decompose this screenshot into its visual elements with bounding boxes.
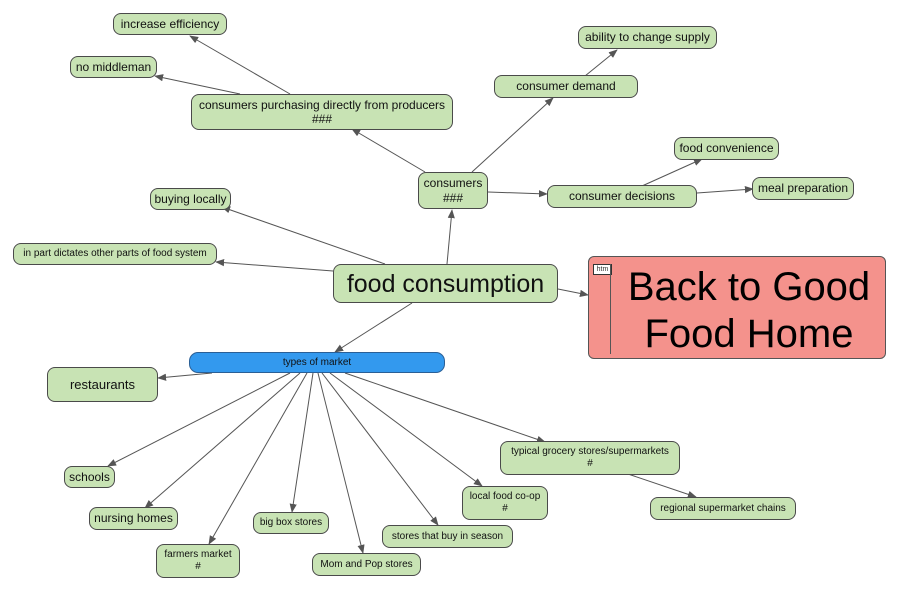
node-label: consumers purchasing directly from produ… [198,97,446,112]
node-label: nursing homes [94,511,173,526]
edge [157,372,213,381]
edge [334,302,413,353]
edge [144,372,301,509]
htm-resource-icon[interactable]: htm [593,264,612,275]
edge [487,190,548,198]
concept-big-box-stores[interactable]: big box stores [253,512,329,534]
edge [446,209,455,265]
node-resource-marker: # [502,503,508,514]
concept-increase-efficiency[interactable]: increase efficiency [113,13,227,35]
edge [471,97,554,173]
concept-consumer-decisions[interactable]: consumer decisions [547,185,697,208]
edge [641,158,703,187]
concept-no-middleman[interactable]: no middleman [70,56,157,78]
edge [584,49,618,77]
edge [221,206,386,265]
edge [627,473,697,498]
edge [317,372,365,554]
link-title-line: Back to Good [627,265,871,309]
node-label: ability to change supply [585,30,710,45]
edge [351,128,426,173]
node-resource-marker: ### [442,190,464,205]
concept-consumer-demand[interactable]: consumer demand [494,75,638,98]
node-label: consumers [423,176,483,191]
concept-typical-grocery-stores[interactable]: typical grocery stores/supermarkets # [500,441,680,475]
edge [208,372,308,545]
concept-buying-locally[interactable]: buying locally [150,188,231,210]
edge [344,372,546,443]
node-label: consumer decisions [568,189,676,204]
concept-regional-supermarket-chains[interactable]: regional supermarket chains [650,497,796,520]
concept-types-of-market[interactable]: types of market [189,352,445,373]
node-label: regional supermarket chains [660,502,786,514]
edge [289,372,314,513]
node-label: food consumption [346,269,545,298]
node-resource-marker: ### [311,112,333,126]
node-resource-marker: # [587,458,593,469]
concept-stores-that-buy-in-season[interactable]: stores that buy in season [382,525,513,548]
concept-farmers-market[interactable]: farmers market # [156,544,240,578]
node-label: farmers market [164,549,232,560]
node-label: increase efficiency [120,16,220,31]
concept-food-convenience[interactable]: food convenience [674,137,779,160]
concept-ability-to-change-supply[interactable]: ability to change supply [578,26,717,49]
link-title-line: Food Home [644,312,854,356]
concept-consumers-purchasing-directly[interactable]: consumers purchasing directly from produ… [191,94,453,130]
node-label: consumer demand [516,79,616,94]
concept-mom-and-pop-stores[interactable]: Mom and Pop stores [312,553,421,576]
edge [321,372,439,526]
concept-nursing-homes[interactable]: nursing homes [89,507,178,530]
concept-meal-preparation[interactable]: meal preparation [752,177,854,200]
concept-in-part-dictates[interactable]: in part dictates other parts of food sys… [13,243,217,265]
node-label: types of market [282,356,352,368]
node-resource-marker: # [195,561,201,572]
node-label: food convenience [679,141,774,156]
node-label: big box stores [259,517,323,528]
concept-consumers[interactable]: consumers ### [418,172,488,209]
edge [557,288,589,297]
node-label: meal preparation [757,181,849,196]
node-label: in part dictates other parts of food sys… [23,248,207,259]
edge [215,259,334,272]
edge [696,185,754,194]
node-label: no middleman [75,59,152,74]
edge [329,372,483,487]
concept-schools[interactable]: schools [64,466,115,488]
link-title: Back to Good Food Home [613,264,885,358]
edge [189,35,291,95]
node-label: typical grocery stores/supermarkets [511,446,669,457]
divider [610,264,611,354]
concept-restaurants[interactable]: restaurants [47,367,158,402]
node-label: local food co-op [469,491,541,502]
concept-local-food-co-op[interactable]: local food co-op # [462,486,548,520]
edge [154,74,241,95]
node-label: buying locally [154,191,227,206]
node-label: restaurants [69,376,136,392]
back-to-good-food-home-link[interactable]: htm Back to Good Food Home [588,256,886,359]
node-label: schools [69,469,110,484]
edge [107,372,291,467]
concept-food-consumption[interactable]: food consumption [333,264,558,303]
node-label: stores that buy in season [391,530,504,542]
node-label: Mom and Pop stores [320,558,413,570]
